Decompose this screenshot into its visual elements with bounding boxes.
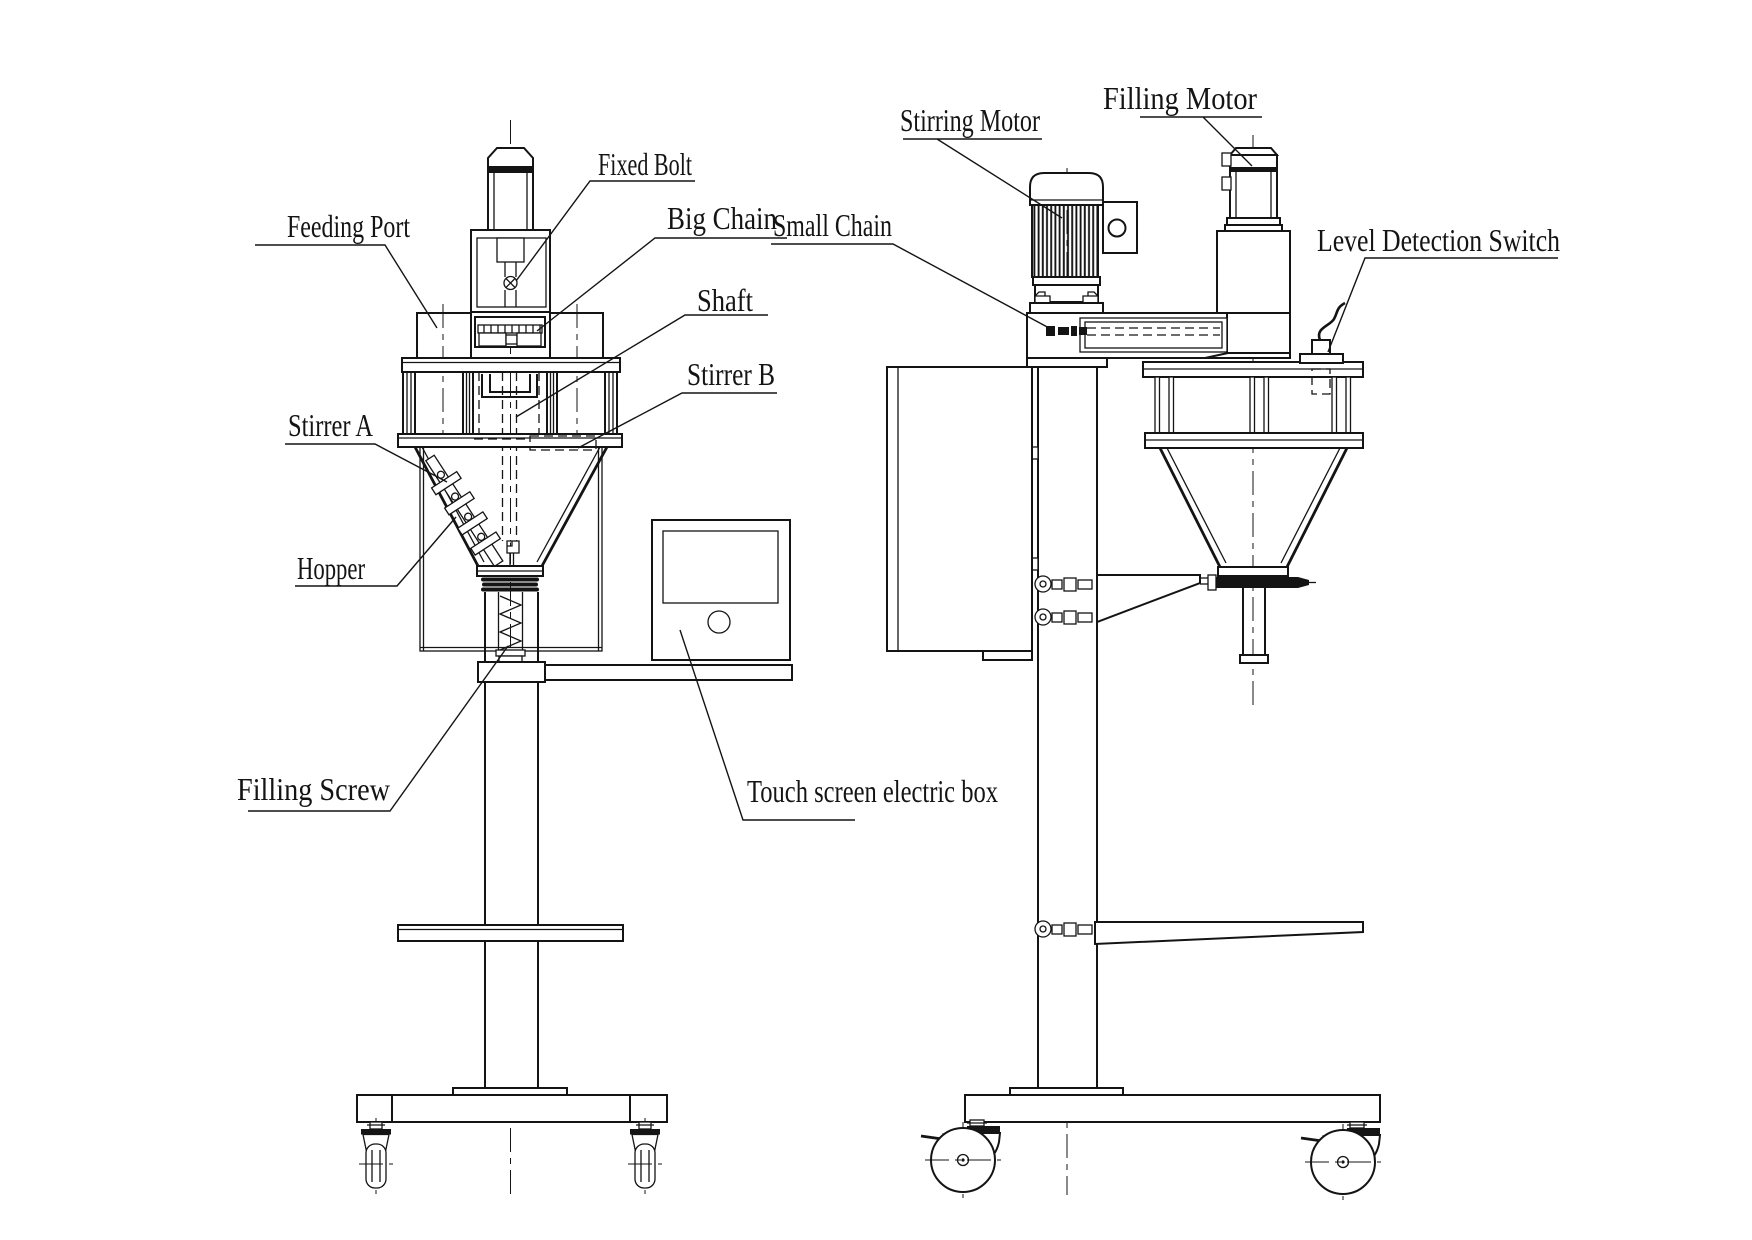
control-knob [707, 610, 731, 634]
label-feeding-port: Feeding Port [287, 208, 410, 244]
callout-big-chain: Big Chain [536, 200, 787, 332]
callout-stirring-motor: Stirring Motor [900, 102, 1063, 219]
label-stirrer-b: Stirrer B [687, 356, 775, 392]
label-stirrer-a: Stirrer A [288, 407, 373, 443]
callout-stirrer-b: Stirrer B [577, 356, 777, 449]
label-big-chain: Big Chain [667, 200, 777, 236]
front-base [356, 1087, 668, 1123]
switch-cable [1317, 301, 1346, 341]
label-shaft: Shaft [697, 282, 753, 318]
touch-screen-electric-box [651, 519, 791, 661]
side-view [886, 135, 1383, 1202]
small-chain [1046, 326, 1087, 336]
label-touch-screen-electric-box: Touch screen electric box [747, 773, 998, 809]
filling-motor-mount-block [1216, 230, 1291, 314]
front-shelf [397, 924, 624, 942]
side-column [1028, 366, 1098, 1089]
side-platform [1142, 361, 1364, 449]
side-filling-tube [1207, 574, 1316, 591]
side-base [964, 1087, 1381, 1123]
stirrer-a [424, 454, 504, 568]
stirring-motor [1029, 172, 1138, 314]
label-stirring-motor: Stirring Motor [900, 102, 1040, 138]
electric-box-side-panel [886, 366, 1033, 661]
touch-screen-box-support [477, 661, 793, 683]
side-shelf-arm [1034, 920, 1364, 946]
label-fixed-bolt: Fixed Bolt [598, 146, 692, 182]
callout-fixed-bolt: Fixed Bolt [515, 146, 695, 282]
level-detection-switch [1299, 301, 1346, 395]
callout-hopper: Hopper [295, 516, 457, 587]
label-level-detection-switch: Level Detection Switch [1317, 222, 1560, 258]
discharge-tube [1239, 588, 1269, 664]
front-top-platform [401, 357, 621, 373]
callout-shaft: Shaft [515, 282, 768, 418]
label-filling-motor: Filling Motor [1103, 80, 1257, 116]
callout-level-detection-switch: Level Detection Switch [1317, 222, 1560, 353]
label-hopper: Hopper [297, 550, 365, 586]
callout-filling-motor: Filling Motor [1103, 80, 1262, 167]
big-chain [474, 316, 546, 348]
column-clamp-upper [1034, 575, 1093, 593]
shaft [478, 372, 540, 566]
callout-filling-screw: Filling Screw [237, 645, 509, 812]
side-hopper-funnel [1158, 447, 1349, 577]
callouts: Feeding Port Fixed Bolt Big Chain Shaft … [237, 80, 1560, 821]
front-column [484, 669, 539, 1089]
gearbox-beam [1026, 312, 1291, 368]
hopper-support-arm [1096, 574, 1216, 624]
filling-motor [1216, 147, 1291, 314]
filling-screw-assembly [476, 565, 544, 670]
callout-touch-screen-electric-box: Touch screen electric box [679, 629, 998, 821]
callout-feeding-port: Feeding Port [255, 208, 438, 329]
front-view [356, 120, 793, 1198]
front-frame-legs [402, 371, 618, 436]
callout-stirrer-a: Stirrer A [285, 407, 448, 483]
label-filling-screw: Filling Screw [237, 771, 390, 807]
callout-small-chain: Small Chain [771, 207, 1052, 330]
touch-screen [662, 530, 779, 604]
fixed-bolt [503, 275, 518, 291]
front-filling-motor [487, 147, 534, 231]
front-head-housing [470, 229, 551, 313]
column-clamp-lower [1034, 608, 1093, 626]
label-small-chain: Small Chain [773, 207, 892, 243]
